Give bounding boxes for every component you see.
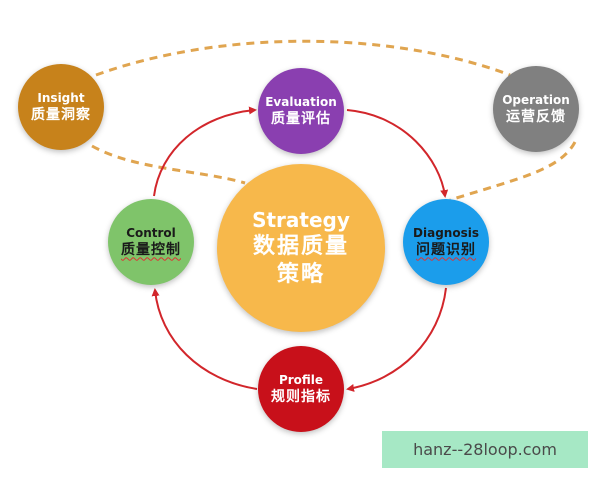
- dashed-link-insight-strategy: [91, 144, 246, 185]
- dashed-link-operation-diagnosis: [449, 141, 577, 202]
- node-diagnosis-en: Diagnosis: [413, 225, 479, 240]
- node-insight-zh: 质量洞察: [31, 106, 91, 123]
- node-strategy-en: Strategy: [252, 208, 350, 232]
- node-evaluation: Evaluation 质量评估: [258, 68, 344, 154]
- arrow-control-evaluation: [153, 106, 257, 197]
- node-profile: Profile 规则指标: [258, 346, 344, 432]
- node-operation-en: Operation: [502, 92, 570, 107]
- node-insight-en: Insight: [37, 90, 85, 105]
- dashed-link-insight-operation: [95, 39, 511, 77]
- node-operation-zh: 运营反馈: [506, 108, 566, 125]
- watermark-text: hanz--28loop.com: [413, 440, 557, 459]
- node-diagnosis-zh: 问题识别: [416, 241, 476, 258]
- node-strategy-zh-line2: 策略: [276, 262, 325, 287]
- node-operation: Operation 运营反馈: [493, 66, 579, 152]
- node-control-en: Control: [126, 225, 176, 240]
- node-control-zh: 质量控制: [121, 241, 181, 258]
- arrow-diagnosis-profile: [346, 287, 447, 392]
- arrow-profile-control: [151, 288, 258, 390]
- node-insight: Insight 质量洞察: [18, 64, 104, 150]
- node-evaluation-en: Evaluation: [265, 94, 337, 109]
- arrow-evaluation-diagnosis: [346, 109, 449, 198]
- node-profile-zh: 规则指标: [271, 388, 331, 405]
- node-profile-en: Profile: [278, 372, 324, 387]
- node-strategy: Strategy 数据质量 策略: [217, 164, 385, 332]
- node-diagnosis: Diagnosis 问题识别: [403, 199, 489, 285]
- node-evaluation-zh: 质量评估: [271, 110, 331, 127]
- watermark-banner: hanz--28loop.com: [382, 431, 588, 468]
- node-strategy-zh-line1: 数据质量: [252, 234, 349, 259]
- node-control: Control 质量控制: [108, 199, 194, 285]
